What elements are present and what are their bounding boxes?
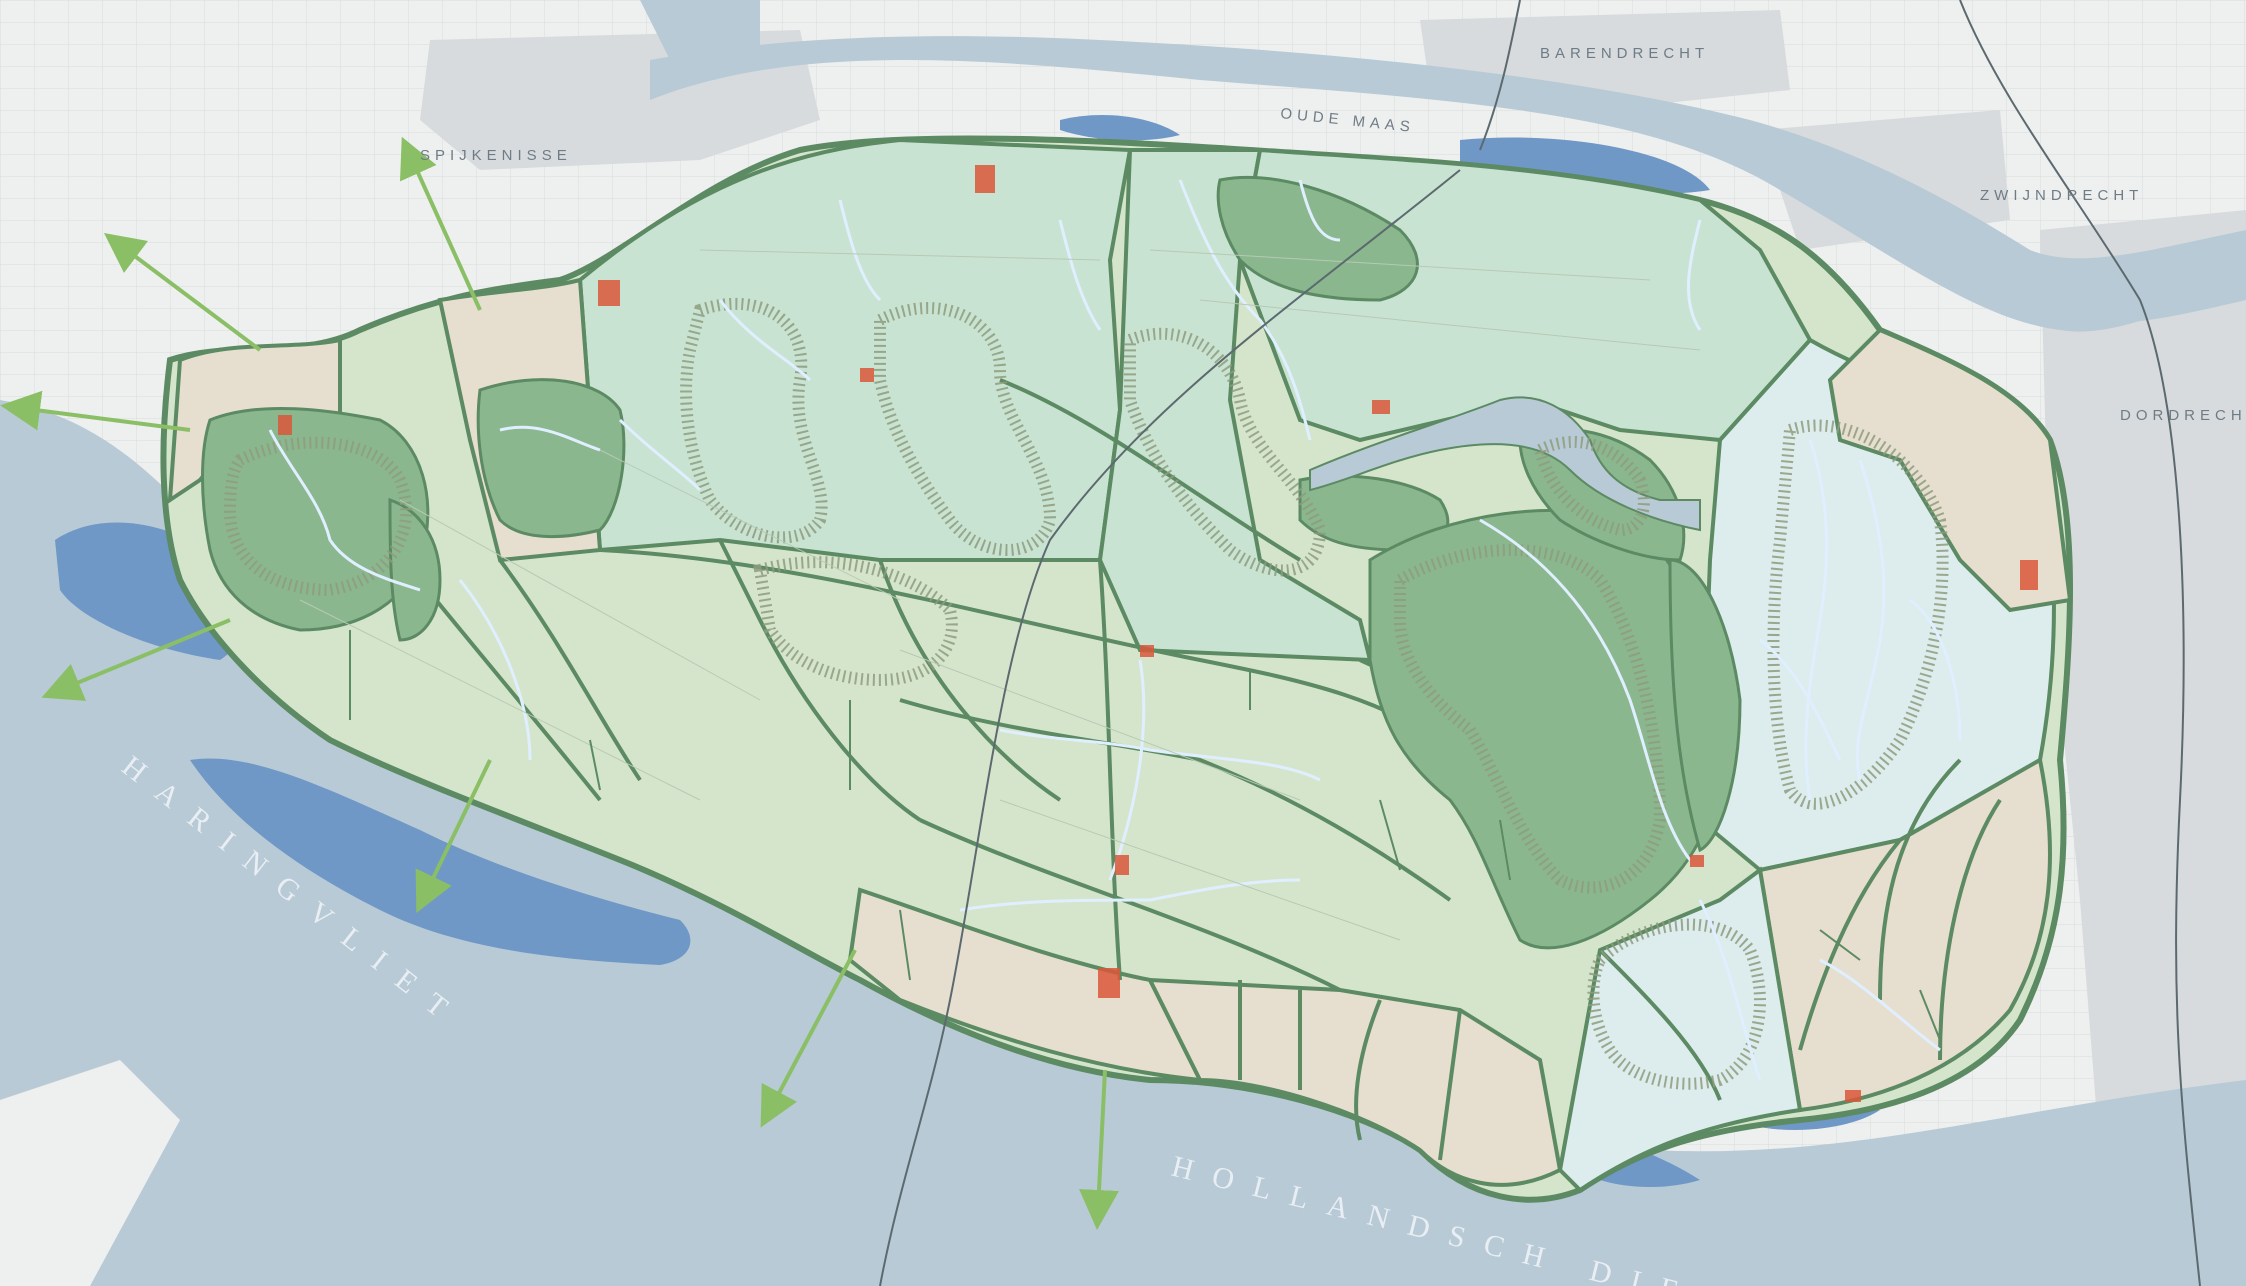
urban-spots — [278, 165, 2038, 1102]
place-spijkenisse: SPIJKENISSE — [420, 147, 572, 164]
inner-channel — [1309, 396, 1701, 532]
creeks — [268, 179, 1962, 1081]
field-lines — [299, 249, 1701, 941]
ridge-hatches — [223, 297, 1949, 1090]
place-zwijndrecht: ZWIJNDRECHT — [1980, 187, 2143, 204]
infrastructure-lines — [879, 0, 2201, 1286]
dike-lines — [298, 378, 2002, 1161]
forest-areas — [201, 176, 1742, 950]
flow-arrows — [0, 136, 1119, 1230]
place-barendrecht: BARENDRECHT — [1540, 45, 1709, 62]
place-dordrecht: DORDRECHT — [2120, 407, 2246, 424]
drainage-markers — [349, 630, 1941, 1041]
